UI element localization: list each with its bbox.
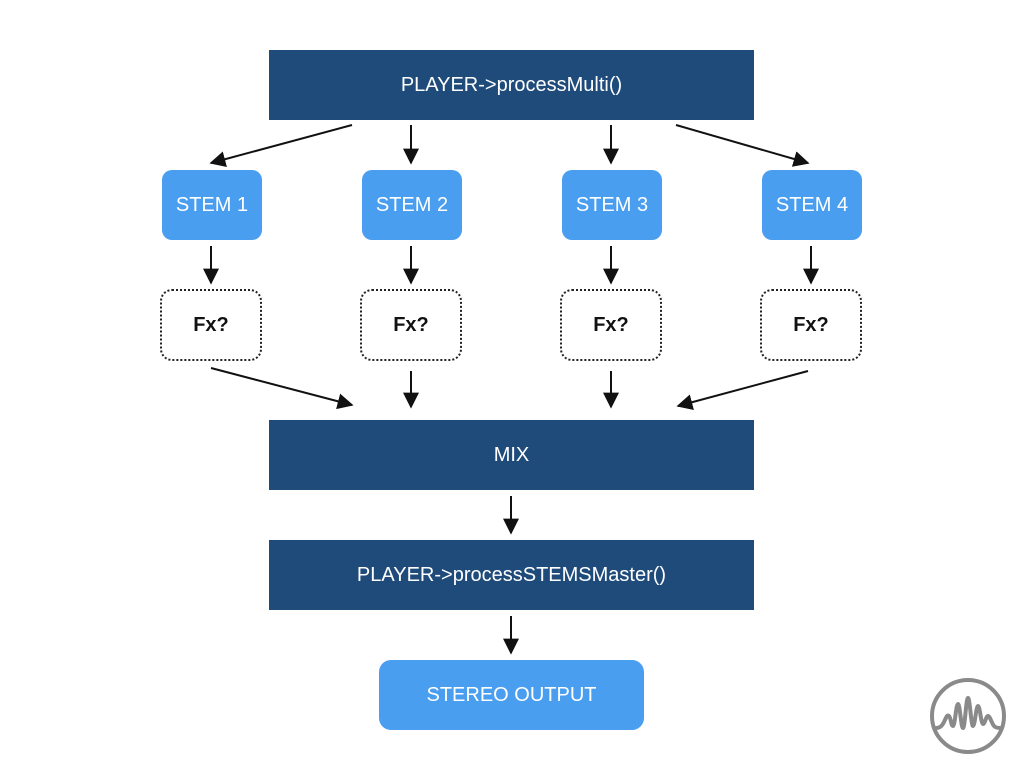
stem-1-label: STEM 1: [175, 193, 249, 216]
fx-3-label: Fx?: [593, 313, 629, 336]
stem-1-box: STEM 1: [162, 170, 262, 240]
process-multi-box: PLAYER->processMulti(): [269, 50, 754, 120]
stem-2-box: STEM 2: [362, 170, 462, 240]
waveform-circle-icon: [930, 678, 1006, 754]
arrow-multi-to-stem-1: [209, 124, 353, 167]
mix-box: MIX: [269, 420, 754, 490]
arrow-fx-1-to-mix: [210, 367, 354, 410]
fx-1-label: Fx?: [193, 313, 229, 336]
stereo-output-box: STEREO OUTPUT: [379, 660, 644, 730]
fx-4-box: Fx?: [760, 289, 862, 361]
stem-3-label: STEM 3: [575, 193, 649, 216]
fx-2-label: Fx?: [393, 313, 429, 336]
stem-3-box: STEM 3: [562, 170, 662, 240]
process-master-label: PLAYER->processSTEMSMaster(): [356, 563, 667, 586]
mix-label: MIX: [493, 443, 530, 466]
fx-2-box: Fx?: [360, 289, 462, 361]
fx-1-box: Fx?: [160, 289, 262, 361]
stem-4-label: STEM 4: [775, 193, 849, 216]
fx-3-box: Fx?: [560, 289, 662, 361]
arrow-fx-4-to-mix: [676, 370, 809, 410]
arrow-multi-to-stem-4: [675, 124, 810, 167]
fx-4-label: Fx?: [793, 313, 829, 336]
process-multi-label: PLAYER->processMulti(): [400, 73, 623, 96]
stereo-output-label: STEREO OUTPUT: [426, 683, 597, 706]
stem-2-label: STEM 2: [375, 193, 449, 216]
stem-4-box: STEM 4: [762, 170, 862, 240]
process-master-box: PLAYER->processSTEMSMaster(): [269, 540, 754, 610]
